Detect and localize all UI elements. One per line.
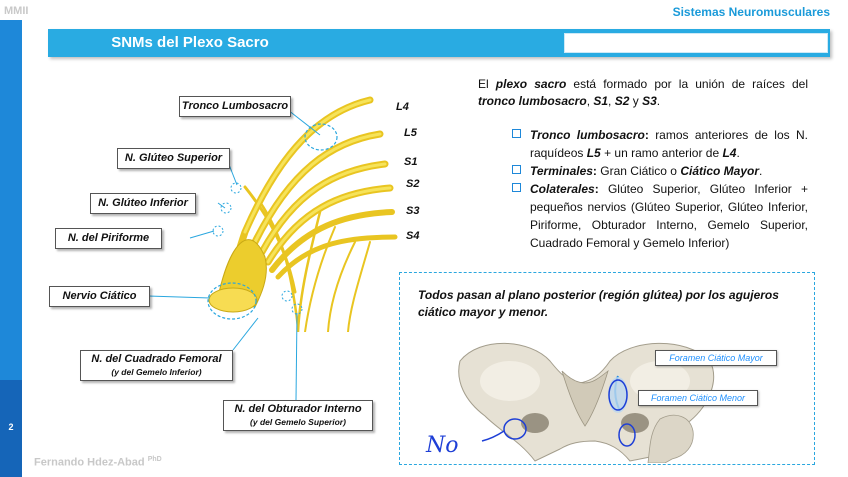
handwritten-note: No (426, 433, 459, 458)
root-label-s4: S4 (406, 230, 420, 242)
list-item: Terminales: Gran Ciático o Ciático Mayor… (512, 162, 808, 180)
label-tronco-lumbosacro: Tronco Lumbosacro (179, 96, 291, 117)
label-foramen-menor: Foramen Ciático Menor (638, 390, 758, 406)
checkbox-bullet-icon (512, 183, 521, 192)
list-item: Colaterales: Glúteo Superior, Glúteo Inf… (512, 180, 808, 252)
label-foramen-mayor: Foramen Ciático Mayor (655, 350, 777, 366)
label-cuadrado-femoral: N. del Cuadrado Femoral (y del Gemelo In… (80, 350, 233, 381)
title-bar-box (564, 33, 828, 53)
bullet-list: Tronco lumbosacro: ramos anteriores de l… (512, 126, 808, 252)
list-item: Tronco lumbosacro: ramos anteriores de l… (512, 126, 808, 162)
corner-label: MMII (4, 5, 29, 17)
note-text: Todos pasan al plano posterior (región g… (418, 288, 779, 319)
title-bar: SNMs del Plexo Sacro (48, 29, 830, 57)
page-number: 2 (8, 422, 14, 432)
root-label-l4: L4 (396, 101, 409, 113)
intro-paragraph: El plexo sacro está formado por la unión… (478, 77, 808, 108)
left-stripe-dark (0, 380, 22, 477)
course-title: Sistemas Neuromusculares (672, 5, 830, 19)
sacral-plexus-illustration (207, 96, 398, 332)
left-stripe (0, 20, 22, 380)
checkbox-bullet-icon (512, 165, 521, 174)
checkbox-bullet-icon (512, 129, 521, 138)
label-gluteo-inferior: N. Glúteo Inferior (90, 193, 196, 214)
note-box: Todos pasan al plano posterior (región g… (399, 272, 815, 465)
author: Fernando Hdez-Abad PhD (34, 456, 162, 469)
label-piriforme: N. del Piriforme (55, 228, 162, 249)
root-label-s2: S2 (406, 178, 420, 190)
label-gluteo-superior: N. Glúteo Superior (117, 148, 230, 169)
page-title: SNMs del Plexo Sacro (111, 34, 269, 51)
root-label-s1: S1 (404, 156, 418, 168)
label-obturador-interno: N. del Obturador Interno (y del Gemelo S… (223, 400, 373, 431)
root-label-l5: L5 (404, 127, 417, 139)
label-nervio-ciatico: Nervio Ciático (49, 286, 150, 307)
root-label-s3: S3 (406, 205, 420, 217)
